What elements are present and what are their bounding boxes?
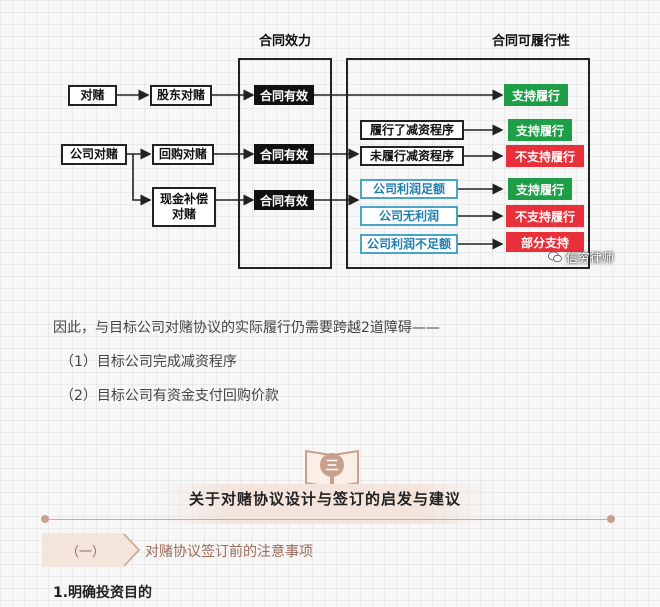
condition-capital-reduction-done: 履行了减资程序 (360, 120, 464, 140)
watermark-text: 信穷律师 (565, 251, 614, 265)
performance-diagram: 合同效力 合同可履行性 对赌 公司对赌 股东对赌 回购对赌 现 (40, 0, 620, 290)
result-supported: 支持履行 (508, 119, 572, 141)
heading: 1.明确投资目的 (53, 585, 153, 601)
section-number: 三 (325, 459, 338, 474)
divider (45, 519, 611, 520)
result-partially-supported: 部分支持 (506, 232, 584, 252)
watermark: 信穷律师 (548, 249, 614, 266)
type-shareholder-gamble: 股东对赌 (150, 85, 212, 106)
condition-sufficient-profit: 公司利润足额 (360, 179, 458, 199)
validity-valid: 合同有效 (254, 190, 314, 210)
wechat-icon (548, 251, 562, 263)
obstacle-item: （2）目标公司有资金支付回购价款 (60, 388, 279, 404)
performability-frame (346, 58, 590, 269)
type-buyback-gamble: 回购对赌 (152, 144, 214, 165)
divider-dot (41, 515, 49, 523)
condition-capital-reduction-not-done: 未履行减资程序 (360, 146, 464, 166)
validity-valid: 合同有效 (254, 85, 314, 105)
validity-frame (238, 58, 332, 269)
label-company-gamble: 公司对赌 (61, 144, 127, 165)
section-title: 关于对赌协议设计与签订的启发与建议 (188, 490, 461, 508)
result-supported: 支持履行 (508, 178, 572, 200)
header-performability: 合同可履行性 (492, 34, 571, 49)
divider-dot (607, 515, 615, 523)
subsection-title: 对赌协议签订前的注意事项 (145, 544, 313, 560)
result-not-supported: 不支持履行 (506, 205, 584, 227)
condition-no-profit: 公司无利润 (360, 206, 458, 226)
label-gamble: 对赌 (68, 85, 117, 106)
type-cash-compensation-gamble: 现金补偿 对赌 (152, 187, 216, 227)
obstacle-item: （1）目标公司完成减资程序 (60, 354, 237, 370)
obstacles-paragraph: 因此，与目标公司对赌协议的实际履行仍需要跨越2道障碍—— (53, 320, 440, 336)
tag-label: （一） (66, 545, 106, 560)
flow-arrows (117, 89, 504, 250)
condition-insufficient-profit: 公司利润不足额 (360, 234, 458, 254)
result-not-supported: 不支持履行 (506, 145, 584, 167)
validity-valid: 合同有效 (254, 144, 314, 164)
title-banner (158, 484, 492, 524)
tag-arrow (42, 533, 141, 567)
header-validity: 合同效力 (259, 34, 312, 49)
result-supported: 支持履行 (504, 84, 568, 106)
book-icon: 三 (304, 443, 360, 493)
